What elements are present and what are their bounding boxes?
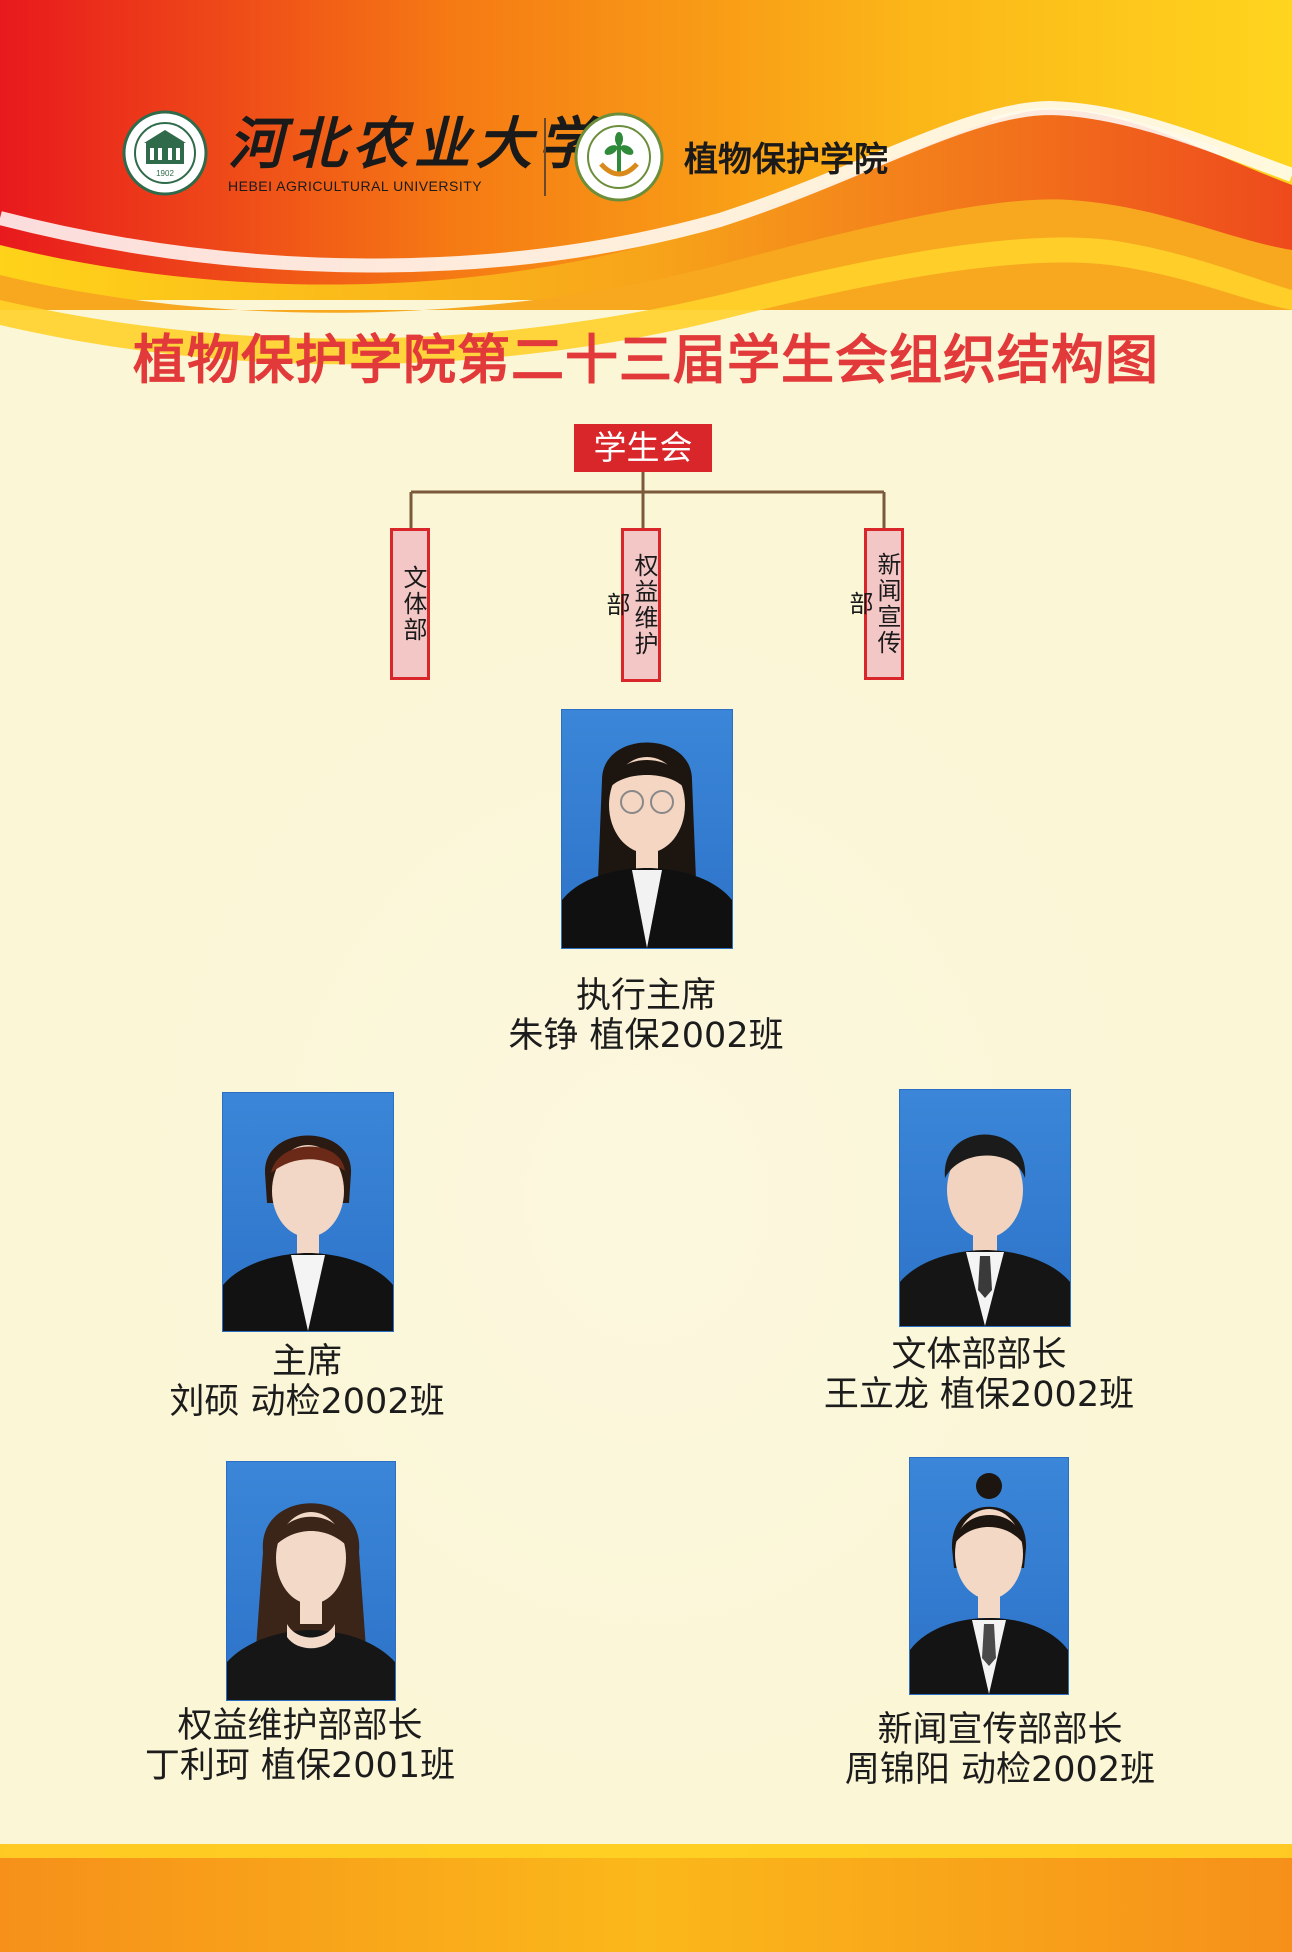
dept-box-news-publicity: 新闻宣传部: [864, 528, 904, 680]
caption-news-publicity-head: 新闻宣传部部长 周锦阳 动检2002班: [800, 1710, 1200, 1790]
member-name-class: 刘硕 动检2002班: [107, 1382, 507, 1422]
caption-chair: 主席 刘硕 动检2002班: [107, 1342, 507, 1422]
member-name-class: 王立龙 植保2002班: [779, 1375, 1179, 1415]
member-role: 权益维护部部长: [100, 1706, 500, 1746]
portrait-photo-chair: [222, 1092, 394, 1332]
member-role: 主席: [107, 1342, 507, 1382]
portrait-photo-news-publicity-head: [909, 1457, 1069, 1695]
caption-executive-chair: 执行主席 朱铮 植保2002班: [446, 976, 846, 1056]
portrait-photo-rights-protection-head: [226, 1461, 396, 1701]
member-name-class: 朱铮 植保2002班: [446, 1016, 846, 1056]
member-name-class: 丁利珂 植保2001班: [100, 1746, 500, 1786]
portrait-photo-sports-culture-head: [899, 1089, 1071, 1327]
org-root-student-union: 学生会: [574, 424, 712, 472]
portrait-photo-executive-chair: [561, 709, 733, 949]
member-role: 执行主席: [446, 976, 846, 1016]
dept-box-rights-protection: 权益维护部: [621, 528, 661, 682]
member-role: 文体部部长: [779, 1335, 1179, 1375]
member-role: 新闻宣传部部长: [800, 1710, 1200, 1750]
caption-rights-protection-head: 权益维护部部长 丁利珂 植保2001班: [100, 1706, 500, 1786]
member-name-class: 周锦阳 动检2002班: [800, 1750, 1200, 1790]
dept-box-sports-culture: 文体部: [390, 528, 430, 680]
caption-sports-culture-head: 文体部部长 王立龙 植保2002班: [779, 1335, 1179, 1415]
